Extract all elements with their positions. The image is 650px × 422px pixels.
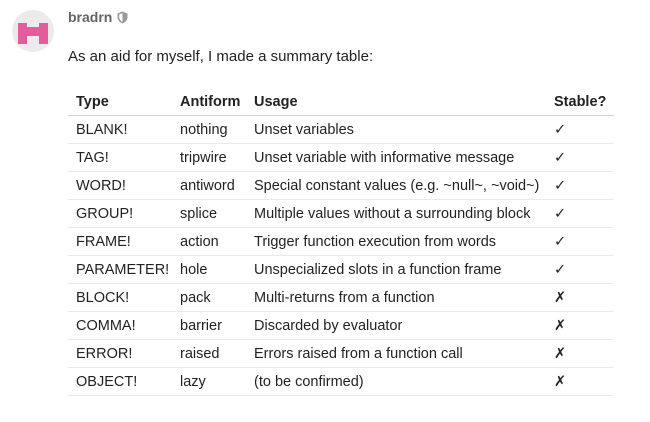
cell-type: BLANK! (68, 115, 172, 144)
cell-stable: ✗ (546, 367, 614, 396)
header-type: Type (68, 88, 172, 116)
header-usage: Usage (246, 88, 546, 116)
cell-stable: ✗ (546, 283, 614, 312)
cell-type: GROUP! (68, 199, 172, 228)
cell-usage: Unspecialized slots in a function frame (246, 255, 546, 284)
cell-usage: Trigger function execution from words (246, 227, 546, 256)
table-row: ERROR! raised Errors raised from a funct… (68, 339, 614, 368)
cell-antiform: barrier (172, 311, 246, 340)
table-row: WORD! antiword Special constant values (… (68, 171, 614, 200)
cell-usage: Unset variables (246, 115, 546, 144)
cell-usage: (to be confirmed) (246, 367, 546, 396)
avatar[interactable] (12, 10, 54, 52)
cell-stable: ✓ (546, 143, 614, 172)
table-row: FRAME! action Trigger function execution… (68, 227, 614, 256)
table-row: BLANK! nothing Unset variables ✓ (68, 115, 614, 144)
post-intro-text: As an aid for myself, I made a summary t… (68, 48, 374, 65)
cell-stable: ✗ (546, 311, 614, 340)
cell-antiform: raised (172, 339, 246, 368)
table-row: PARAMETER! hole Unspecialized slots in a… (68, 255, 614, 284)
cell-stable: ✓ (546, 171, 614, 200)
table-header-row: Type Antiform Usage Stable? (68, 88, 614, 116)
cell-antiform: nothing (172, 115, 246, 144)
cell-usage: Special constant values (e.g. ~null~, ~v… (246, 171, 546, 200)
table-row: GROUP! splice Multiple values without a … (68, 199, 614, 228)
avatar-letter-icon (18, 23, 48, 44)
cell-stable: ✗ (546, 339, 614, 368)
cell-stable: ✓ (546, 227, 614, 256)
cell-antiform: action (172, 227, 246, 256)
cell-antiform: splice (172, 199, 246, 228)
table-row: OBJECT! lazy (to be confirmed) ✗ (68, 367, 614, 396)
cell-antiform: pack (172, 283, 246, 312)
cell-usage: Discarded by evaluator (246, 311, 546, 340)
cell-type: PARAMETER! (68, 255, 172, 284)
post-author: bradrn (68, 9, 128, 25)
table-row: TAG! tripwire Unset variable with inform… (68, 143, 614, 172)
cell-antiform: hole (172, 255, 246, 284)
cell-usage: Multiple values without a surrounding bl… (246, 199, 546, 228)
cell-usage: Multi-returns from a function (246, 283, 546, 312)
cell-type: ERROR! (68, 339, 172, 368)
cell-antiform: lazy (172, 367, 246, 396)
cell-type: WORD! (68, 171, 172, 200)
cell-type: COMMA! (68, 311, 172, 340)
username[interactable]: bradrn (68, 9, 113, 25)
header-antiform: Antiform (172, 88, 246, 116)
cell-usage: Errors raised from a function call (246, 339, 546, 368)
cell-type: TAG! (68, 143, 172, 172)
table-row: COMMA! barrier Discarded by evaluator ✗ (68, 311, 614, 340)
header-stable: Stable? (546, 88, 614, 116)
cell-stable: ✓ (546, 255, 614, 284)
shield-icon (117, 11, 128, 23)
table-row: BLOCK! pack Multi-returns from a functio… (68, 283, 614, 312)
cell-antiform: tripwire (172, 143, 246, 172)
cell-stable: ✓ (546, 115, 614, 144)
cell-type: FRAME! (68, 227, 172, 256)
cell-type: BLOCK! (68, 283, 172, 312)
cell-antiform: antiword (172, 171, 246, 200)
cell-type: OBJECT! (68, 367, 172, 396)
cell-usage: Unset variable with informative message (246, 143, 546, 172)
summary-table: Type Antiform Usage Stable? BLANK! nothi… (68, 88, 614, 396)
cell-stable: ✓ (546, 199, 614, 228)
